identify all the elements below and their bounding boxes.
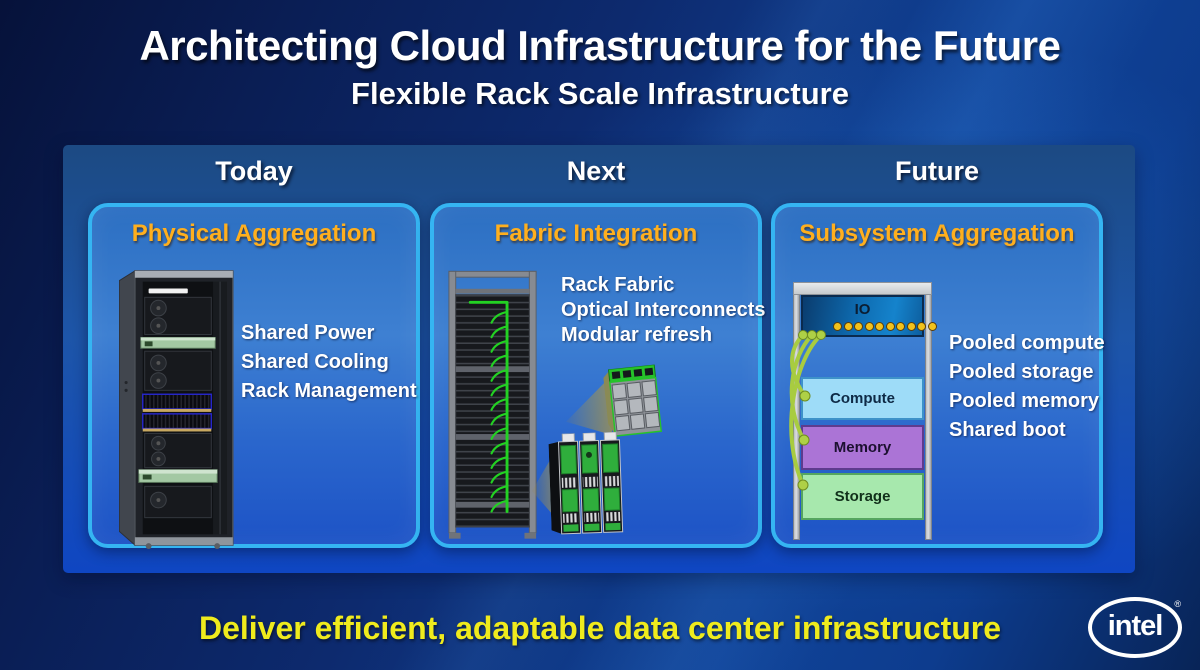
- fabric-module-illustration: [603, 364, 663, 437]
- server-rack-illustration: [119, 269, 234, 549]
- bullet-item: Shared boot: [949, 419, 1066, 441]
- port-dot: [906, 322, 916, 331]
- panel-fabric-integration: Fabric Integration: [430, 203, 766, 548]
- intel-logo-text: intel: [1107, 609, 1164, 642]
- footer-tagline: Deliver efficient, adaptable data center…: [198, 610, 1002, 646]
- memory-block: Memory: [801, 425, 924, 470]
- bullet-item: Rack Fabric: [561, 274, 675, 296]
- panel-title: Subsystem Aggregation: [799, 220, 1075, 247]
- intel-logo: intel ®: [1088, 597, 1182, 658]
- rack-rail-left: [793, 282, 800, 540]
- port-dot: [875, 322, 884, 331]
- bullet-item: Pooled memory: [949, 390, 1100, 412]
- bullet-list: Rack Fabric Optical Interconnects Modula…: [561, 273, 766, 348]
- fabric-rack-illustration: [448, 270, 537, 539]
- port-dot: [843, 322, 853, 331]
- bullet-item: Optical Interconnects: [561, 299, 766, 321]
- port-dot: [917, 322, 926, 331]
- rack-rail-right: [925, 282, 932, 540]
- io-block-label: IO: [854, 301, 871, 318]
- era-label-today: Today: [215, 156, 293, 186]
- bullet-item: Rack Management: [241, 380, 417, 402]
- bullet-list: Shared Power Shared Cooling Rack Managem…: [241, 319, 417, 406]
- port-dot: [864, 322, 874, 331]
- port-dot: [927, 322, 937, 331]
- registered-mark: ®: [1174, 599, 1181, 609]
- sled-modules-illustration: [548, 431, 624, 535]
- bullet-list: Pooled compute Pooled storage Pooled mem…: [949, 329, 1105, 445]
- bullet-item: Modular refresh: [561, 324, 713, 346]
- compute-block: Compute: [801, 377, 924, 420]
- bullet-item: Shared Cooling: [241, 351, 389, 373]
- rack-top-bar: [793, 282, 932, 295]
- panel-subsystem-aggregation: Subsystem Aggregation IO Compute Memory …: [771, 203, 1105, 548]
- bullet-item: Pooled compute: [949, 332, 1105, 354]
- io-ports-dots: [833, 322, 937, 331]
- bullet-item: Pooled storage: [949, 361, 1094, 383]
- port-dot: [885, 322, 895, 331]
- port-dot: [854, 322, 863, 331]
- era-label-future: Future: [895, 156, 979, 186]
- storage-block: Storage: [801, 473, 924, 520]
- page-title: Architecting Cloud Infrastructure for th…: [139, 22, 1061, 69]
- panel-physical-aggregation: Physical Aggregation: [88, 203, 420, 549]
- era-label-next: Next: [566, 156, 626, 186]
- io-block: IO: [801, 295, 937, 337]
- page-subtitle: Flexible Rack Scale Infrastructure: [351, 76, 849, 111]
- panel-title: Physical Aggregation: [131, 220, 377, 247]
- port-dot: [896, 322, 905, 331]
- bullet-item: Shared Power: [241, 322, 375, 344]
- panel-title: Fabric Integration: [494, 220, 698, 247]
- port-dot: [833, 322, 842, 331]
